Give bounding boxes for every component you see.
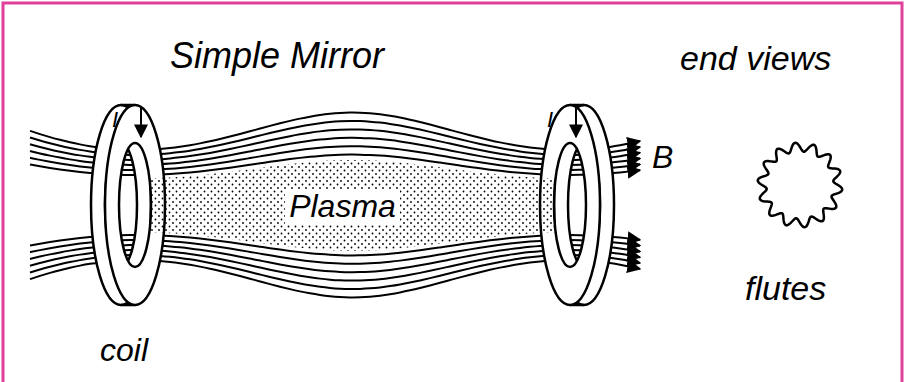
- coil-label: coil: [100, 333, 148, 368]
- field-label: B: [652, 140, 673, 175]
- view-label: end views: [680, 40, 831, 77]
- plasma-region: Plasma: [150, 158, 555, 253]
- flute-outline: [758, 143, 842, 227]
- title: Simple Mirror: [170, 36, 384, 76]
- current-arrow: [575, 107, 577, 137]
- plasma-dots: [150, 160, 555, 251]
- plasma-label: Plasma: [285, 189, 400, 224]
- current-arrow: [140, 107, 142, 137]
- current-label: I: [112, 108, 118, 132]
- frame: [3, 3, 902, 382]
- coils: [91, 105, 614, 305]
- current-label: I: [547, 108, 553, 132]
- flutes-label: flutes: [745, 270, 826, 307]
